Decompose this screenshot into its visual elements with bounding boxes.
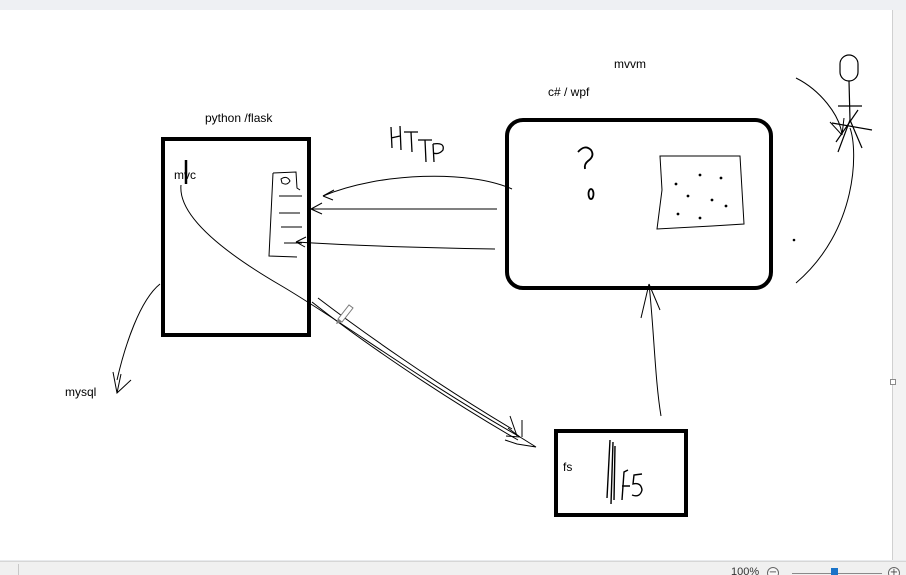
fs-scribble — [606, 439, 643, 505]
fs-label: fs — [563, 460, 573, 474]
flask-to-mysql-line — [112, 283, 161, 394]
wpf-client-box — [505, 118, 773, 290]
question-scribble — [577, 146, 594, 170]
mvc-label: mvc — [174, 168, 196, 182]
fs-to-wpf-arrow — [640, 283, 662, 417]
top-ruler-strip — [0, 0, 906, 10]
status-separator — [18, 564, 19, 575]
drawing-canvas[interactable] — [0, 10, 893, 560]
http-request-arrows — [295, 175, 513, 250]
csharp-wpf-label: c# / wpf — [548, 85, 590, 99]
canvas-resize-handle[interactable] — [890, 379, 896, 385]
canvas-right-gutter — [893, 10, 906, 560]
pencil-icon — [336, 304, 354, 324]
user-stick-figure — [831, 54, 873, 153]
user-interaction-loop — [792, 77, 855, 284]
zoom-out-button[interactable]: − — [767, 567, 779, 575]
template-document-sketch — [268, 171, 302, 258]
mysql-label: mysql — [65, 385, 97, 399]
mvvm-label: mvvm — [614, 57, 646, 71]
zoom-slider-thumb[interactable] — [831, 568, 838, 575]
fs-storage-box — [554, 429, 688, 517]
zero-scribble — [587, 188, 595, 200]
zoom-in-button[interactable]: + — [888, 567, 900, 575]
zoom-level-readout: 100% — [731, 566, 760, 575]
flask-server-box — [161, 137, 311, 337]
status-bar: 100% − + — [0, 561, 906, 575]
python-flask-label: python /flask — [205, 111, 273, 125]
grid-view-sketch — [656, 155, 745, 230]
flask-to-fs-arrow — [180, 184, 537, 448]
http-handwriting — [390, 125, 444, 163]
